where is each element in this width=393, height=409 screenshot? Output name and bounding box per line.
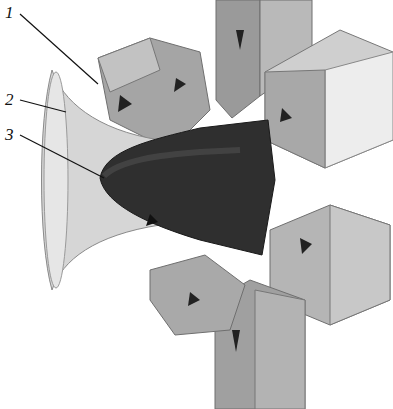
- leader-line: [20, 135, 104, 178]
- callout-number: 2: [4, 91, 15, 108]
- callout-number: 1: [4, 4, 15, 21]
- callout-number: 3: [4, 126, 15, 143]
- leader-line: [20, 14, 98, 84]
- leader-line: [20, 100, 66, 112]
